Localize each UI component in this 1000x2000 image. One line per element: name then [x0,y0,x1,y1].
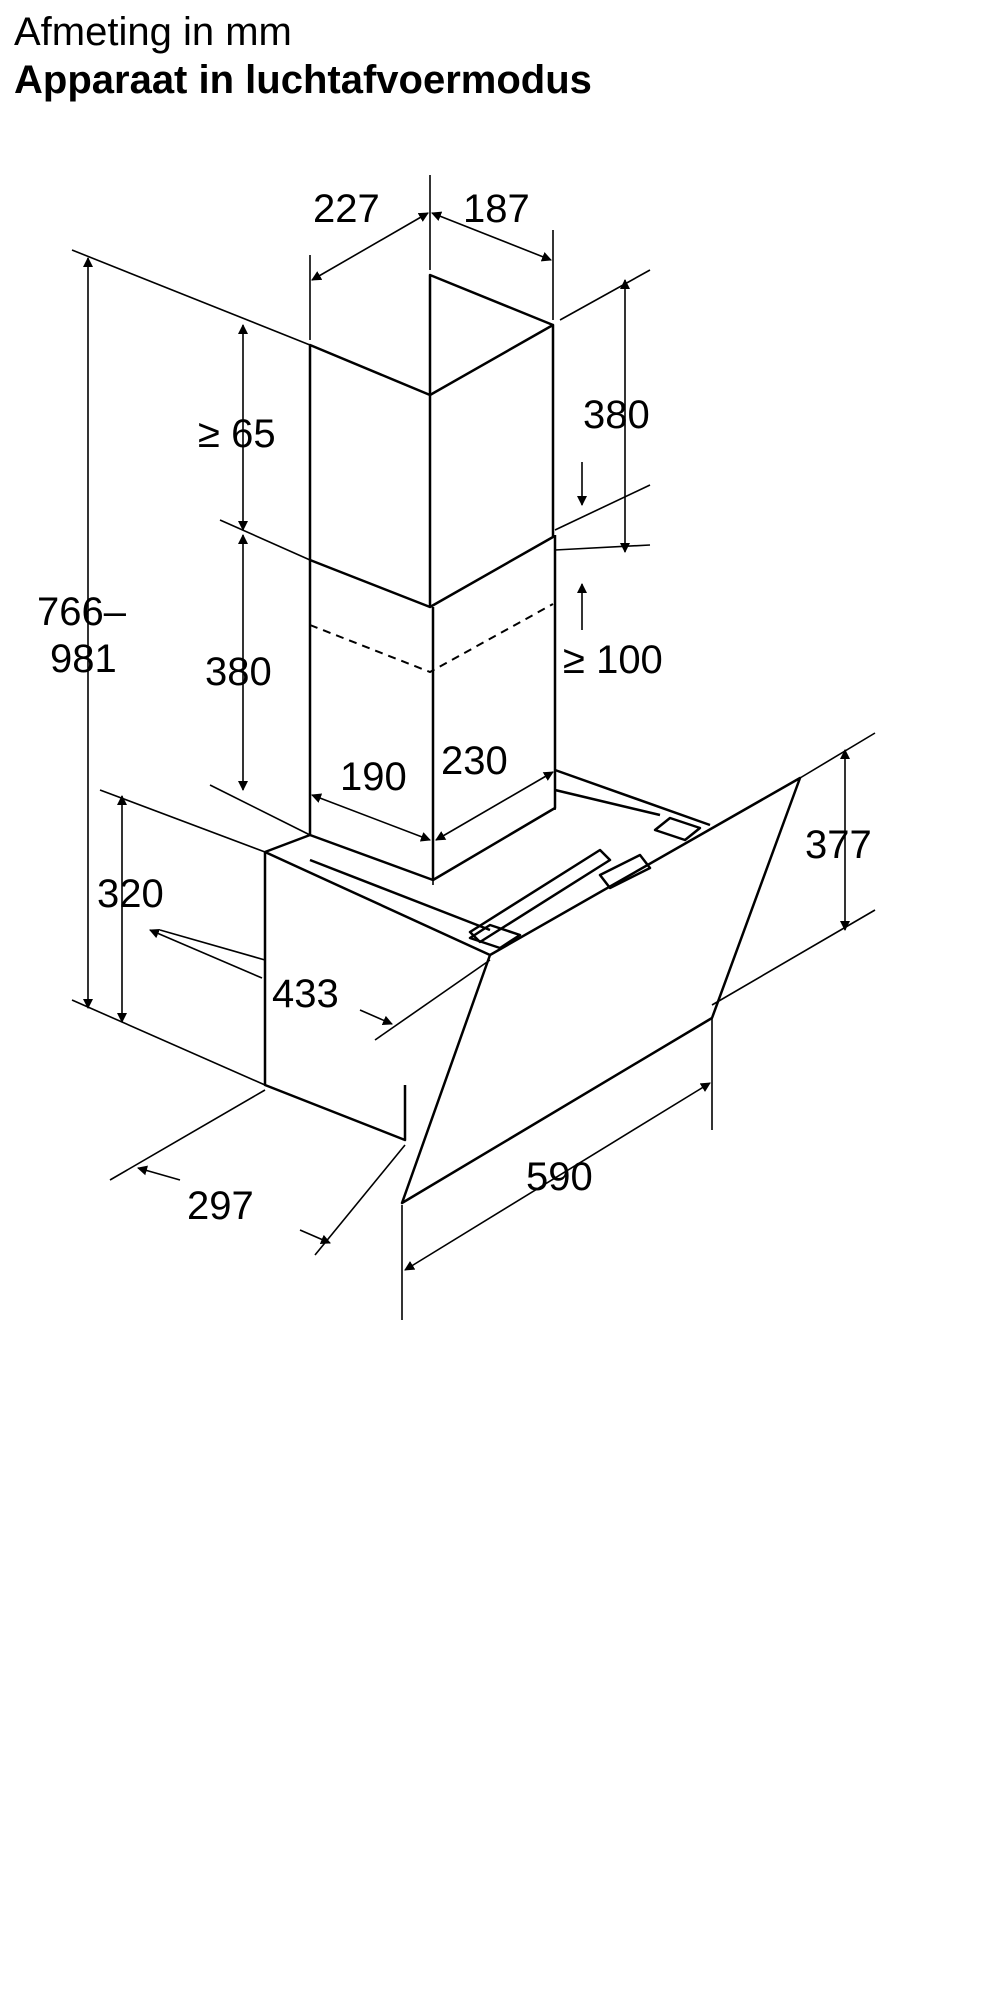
dim-190-line [311,793,431,842]
label-590: 590 [526,1155,593,1199]
upper-chimney-back [428,273,554,395]
bracket-right [653,816,702,842]
dim-230-line [435,771,554,841]
label-766: 766– [37,590,127,634]
label-380-upper: 380 [583,393,650,437]
dimension-labels: 227 187 ≥ 65 380 766– 981 380 ≥ 100 190 … [37,187,872,1228]
label-320: 320 [97,872,164,916]
dim-227-line [311,212,429,281]
upper-chimney [308,323,555,609]
label-377: 377 [805,823,872,867]
dim-433-arrow-right [359,1009,393,1025]
top-plate-mount [598,853,652,890]
dim-433-arrow-left [149,928,263,979]
dim-187-line [431,211,552,262]
dim-297-arrow-right [299,1229,331,1245]
dim-297-arrow-left [137,1165,181,1181]
label-433: 433 [272,972,339,1016]
hood-outline [263,273,802,1205]
label-190: 190 [340,755,407,799]
page-title: Afmeting in mm [14,10,292,54]
top-plate-front [309,858,491,932]
extension-lines [71,175,876,1320]
bracket-left [468,923,522,950]
hidden-edge [309,603,554,674]
top-plate-rail-2 [554,788,661,817]
label-230: 230 [441,739,508,783]
label-65: ≥ 65 [198,412,276,456]
label-981: 981 [50,637,117,681]
label-227: 227 [313,187,380,231]
label-187: 187 [463,187,530,231]
dimension-arrows [83,211,850,1271]
top-plate-rail-1 [468,848,612,944]
glass-panel [400,776,802,1205]
page-subtitle: Apparaat in luchtafvoermodus [14,58,592,102]
label-380-lower: 380 [205,650,272,694]
top-plate-back [554,768,711,827]
label-297: 297 [187,1184,254,1228]
label-100: ≥ 100 [563,638,663,682]
dim-590-line [404,1082,711,1271]
hood-body-top [264,833,491,957]
